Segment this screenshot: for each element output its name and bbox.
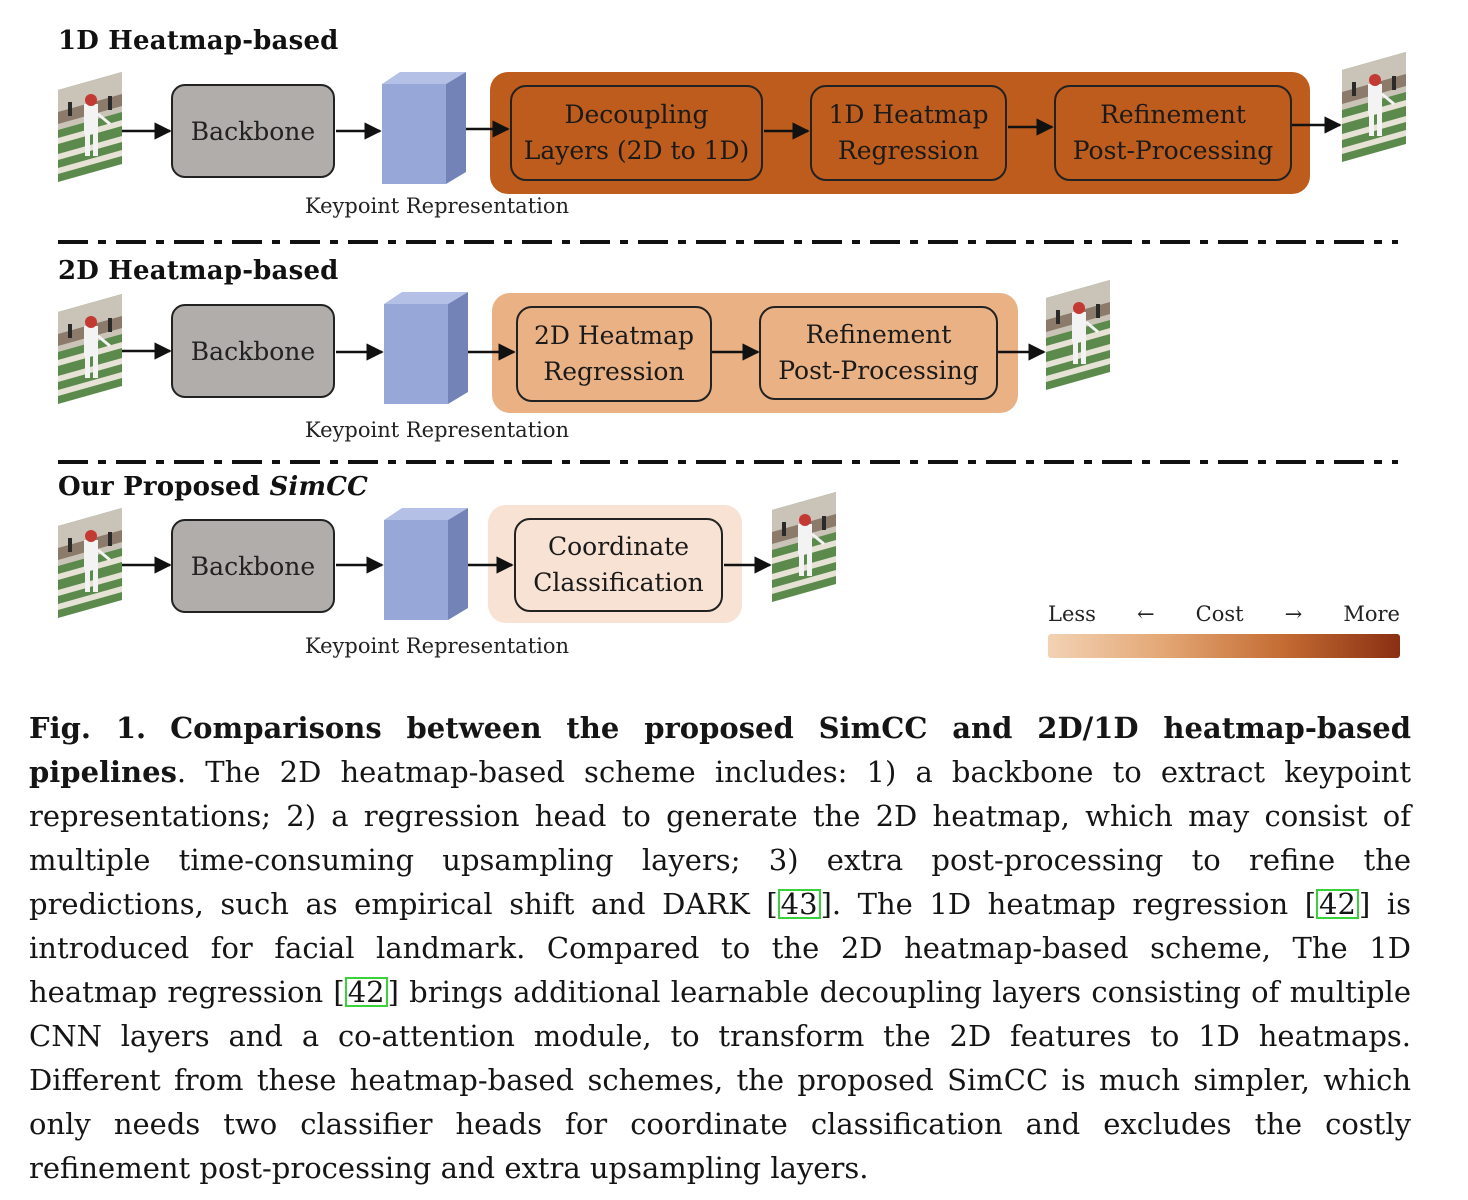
backbone-box-2d: Backbone — [171, 304, 335, 398]
cost-gradient-bar — [1048, 634, 1400, 658]
stage-refinement-2d: Refinement Post-Processing — [759, 306, 998, 400]
section-title-simcc-prefix: Our Proposed — [58, 472, 270, 502]
backbone-box-simcc: Backbone — [171, 519, 335, 613]
pipeline-container-1d — [490, 72, 1310, 194]
stage-refinement-1d: Refinement Post-Processing — [1054, 85, 1292, 181]
caption-fig-label: Fig. 1. — [29, 711, 147, 745]
keypoint-label-simcc: Keypoint Representation — [305, 634, 570, 658]
pipeline-container-simcc — [488, 505, 742, 623]
cost-less-label: Less — [1048, 602, 1096, 626]
keypoint-label-1d: Keypoint Representation — [305, 194, 570, 218]
caption-text-1: . The 2D heatmap-based scheme includes: … — [29, 755, 1411, 921]
citation-link-43[interactable]: 43 — [777, 889, 821, 919]
stage-decoupling-layers: Decoupling Layers (2D to 1D) — [510, 85, 763, 181]
cost-more-label: More — [1343, 602, 1400, 626]
cost-label: Cost — [1195, 602, 1244, 626]
keypoint-label-2d: Keypoint Representation — [305, 418, 570, 442]
section-title-1d: 1D Heatmap-based — [58, 26, 339, 56]
cost-legend-labels: Less ← Cost → More — [1048, 602, 1400, 626]
stage-2d-heatmap-regression: 2D Heatmap Regression — [516, 306, 712, 402]
stage-coordinate-classification: Coordinate Classification — [514, 518, 723, 612]
backbone-box-1d: Backbone — [171, 84, 335, 178]
arrows-and-separators — [58, 116, 1398, 574]
caption-fig-title: Comparisons between the proposed SimCC a… — [29, 711, 1411, 789]
pipeline-figure: 1D Heatmap-based Backbone Keypoint Repre… — [58, 26, 1406, 658]
citation-link-42b[interactable]: 42 — [344, 977, 388, 1007]
stage-1d-heatmap-regression: 1D Heatmap Regression — [810, 85, 1007, 181]
section-title-simcc: Our Proposed SimCC — [58, 472, 368, 502]
section-title-simcc-emphasis: SimCC — [269, 472, 368, 502]
caption-text-3: ] is introduced for facial landmark. Com… — [29, 887, 1411, 1009]
section-title-2d: 2D Heatmap-based — [58, 256, 339, 286]
citation-link-42a[interactable]: 42 — [1316, 889, 1359, 919]
cost-right-arrow: → — [1284, 602, 1303, 626]
figure-caption: Fig. 1. Comparisons between the proposed… — [29, 706, 1411, 1190]
caption-text-2: ]. The 1D heatmap regression [ — [820, 887, 1317, 921]
caption-text-4: ] brings additional learnable decoupling… — [29, 975, 1411, 1185]
cost-left-arrow: ← — [1137, 602, 1155, 626]
